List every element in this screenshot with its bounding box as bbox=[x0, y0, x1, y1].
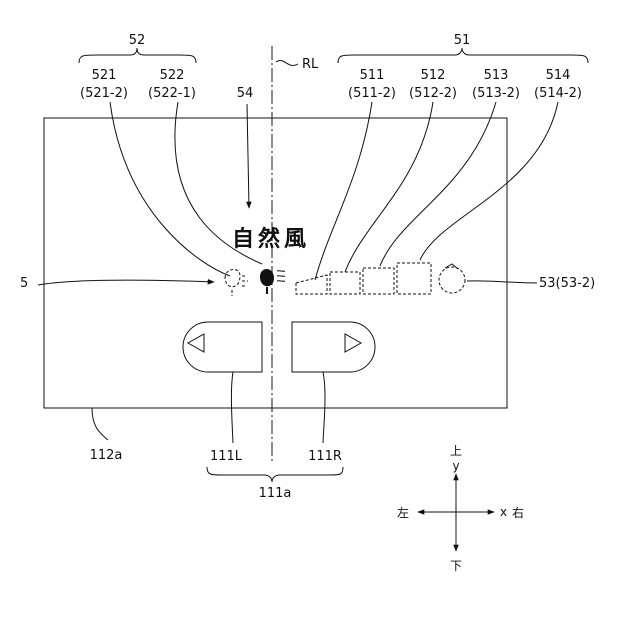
label-522-1: (522-1) bbox=[148, 86, 196, 101]
label-53: 53(53-2) bbox=[539, 276, 595, 291]
label-111l: 111L bbox=[210, 449, 243, 464]
label-111r: 111R bbox=[308, 449, 342, 464]
axis-label-up: 上 bbox=[450, 444, 462, 458]
wind-level-bar-511 bbox=[296, 275, 327, 294]
leader-512 bbox=[345, 102, 433, 272]
label-514-2: (514-2) bbox=[534, 86, 582, 101]
panel-112a bbox=[44, 118, 507, 408]
label-111a: 111a bbox=[259, 486, 292, 501]
label-512-2: (512-2) bbox=[409, 86, 457, 101]
rl-leader bbox=[276, 60, 298, 65]
label-54: 54 bbox=[237, 86, 254, 101]
wind-level-bar-513 bbox=[363, 268, 394, 294]
label-522: 522 bbox=[160, 68, 185, 83]
label-521: 521 bbox=[92, 68, 117, 83]
leader-513 bbox=[380, 102, 496, 266]
label-51: 51 bbox=[454, 33, 471, 48]
tree-icon-dashed-521 bbox=[225, 269, 248, 296]
wind-level-bar-514 bbox=[397, 263, 431, 294]
leader-54 bbox=[247, 104, 249, 208]
label-511-2: (511-2) bbox=[348, 86, 396, 101]
axis-label-right: 右 bbox=[512, 505, 524, 520]
label-514: 514 bbox=[546, 68, 571, 83]
label-52: 52 bbox=[129, 33, 146, 48]
triangle-left-icon bbox=[188, 334, 204, 352]
bracket-51 bbox=[338, 48, 588, 63]
leader-5 bbox=[38, 280, 214, 285]
triangle-right-icon bbox=[345, 334, 361, 352]
label-513-2: (513-2) bbox=[472, 86, 520, 101]
label-511: 511 bbox=[360, 68, 385, 83]
leader-521 bbox=[110, 102, 230, 276]
leader-112a bbox=[92, 408, 108, 440]
leader-511 bbox=[315, 102, 372, 280]
leader-514 bbox=[420, 102, 558, 260]
bracket-111a bbox=[207, 467, 343, 482]
axis-label-left: 左 bbox=[397, 505, 409, 520]
rotation-icon-53 bbox=[439, 264, 465, 293]
label-rl: RL bbox=[302, 57, 319, 72]
axis-label-y: y bbox=[452, 459, 459, 473]
axis-label-down: 下 bbox=[450, 559, 462, 573]
bracket-52 bbox=[79, 48, 196, 63]
wind-level-bar-512 bbox=[330, 272, 360, 294]
label-512: 512 bbox=[421, 68, 446, 83]
label-5: 5 bbox=[20, 276, 28, 291]
left-button-111l[interactable] bbox=[183, 322, 262, 372]
label-112a: 112a bbox=[90, 448, 123, 463]
label-513: 513 bbox=[484, 68, 509, 83]
right-button-111r[interactable] bbox=[292, 322, 375, 372]
leader-53 bbox=[467, 281, 537, 283]
mode-text-54: 自然風 bbox=[232, 226, 310, 252]
axis-label-x: x bbox=[500, 505, 507, 519]
direction-axes bbox=[418, 474, 494, 551]
label-521-2: (521-2) bbox=[80, 86, 128, 101]
